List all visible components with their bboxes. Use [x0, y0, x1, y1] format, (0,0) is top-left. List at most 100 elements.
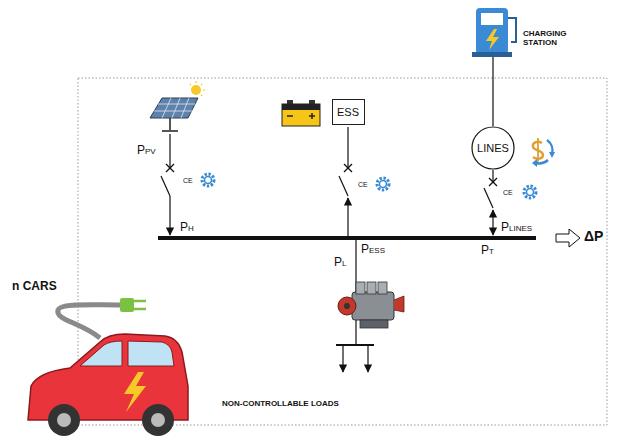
price-exchange-icon — [536, 160, 548, 163]
power-symbol: PLINES — [501, 221, 532, 234]
car-count: n CARS — [12, 280, 57, 293]
engine-icon — [338, 297, 356, 315]
power-symbol: PH — [180, 221, 194, 234]
solar-panel-icon — [190, 84, 191, 85]
solar-panel-icon — [172, 98, 180, 118]
electric-car-icon — [142, 404, 174, 436]
solar-panel-icon — [181, 98, 189, 118]
power-symbol: PESS — [361, 243, 385, 256]
ess-feeder — [344, 164, 352, 172]
pv-feeder — [166, 164, 174, 172]
electric-car-icon — [128, 341, 174, 366]
solar-panel-icon — [201, 84, 202, 85]
engine-icon — [356, 282, 365, 294]
gear-icon — [202, 174, 214, 186]
solar-panel-icon — [154, 111, 192, 112]
lines-feeder — [492, 170, 493, 182]
engine-icon — [338, 282, 404, 328]
output-arrow — [556, 229, 580, 247]
circle-outline — [472, 127, 514, 169]
electric-car-icon — [28, 298, 188, 436]
pv-feeder — [169, 196, 170, 235]
solar-panel-icon — [190, 81, 205, 96]
ess-feeder — [347, 127, 348, 168]
gear-icon — [524, 186, 536, 198]
engine-icon — [367, 282, 376, 294]
solar-panel-icon — [150, 81, 205, 131]
price-exchange-icon — [532, 138, 555, 167]
pv-feeder — [169, 134, 170, 168]
lines-feeder — [492, 57, 493, 126]
gear-icon — [202, 174, 214, 186]
lines-feeder — [489, 178, 497, 186]
electric-car-icon — [134, 308, 146, 311]
solar-panel-icon — [203, 89, 205, 90]
solar-panel-icon — [158, 104, 195, 105]
gear-icon — [527, 189, 534, 196]
ess-feeder — [339, 127, 352, 236]
controller-tag: CE — [358, 181, 368, 189]
storage-box: ESS — [332, 99, 365, 125]
solar-panel-icon — [191, 85, 201, 95]
controller-tag: CE — [183, 177, 193, 185]
price-exchange-icon — [549, 152, 555, 158]
battery-icon — [287, 115, 293, 117]
node-label: LINES — [477, 142, 509, 154]
battery-icon — [309, 100, 315, 104]
price-exchange-icon — [547, 140, 552, 154]
load-feeder — [342, 345, 343, 372]
price-exchange-icon — [532, 159, 537, 167]
gear-icon — [380, 181, 387, 188]
power-bus — [158, 236, 536, 240]
charging-station-icon — [481, 13, 503, 25]
engine-icon — [378, 282, 387, 294]
engine-icon — [360, 320, 388, 328]
battery-icon — [282, 104, 320, 126]
lines-circle: LINES — [471, 126, 515, 170]
gear-icon — [205, 177, 212, 184]
lines-feeder — [489, 178, 497, 186]
charging-station-icon — [508, 18, 516, 42]
electric-car-icon — [151, 413, 165, 427]
electric-car-icon — [124, 372, 146, 412]
solar-panel-icon — [150, 98, 198, 118]
battery-icon — [287, 100, 293, 104]
pv-feeder — [161, 176, 170, 196]
load-caption: NON-CONTROLLABLE LOADS — [222, 400, 339, 409]
charging-station-icon — [476, 8, 508, 54]
lines-feeder — [484, 188, 493, 208]
charging-station-icon — [486, 29, 499, 50]
electric-car-icon — [48, 404, 80, 436]
controller-tag: CE — [503, 189, 513, 197]
power-symbol: PL — [334, 256, 346, 269]
gear-icon — [524, 186, 536, 198]
engine-icon — [344, 303, 350, 309]
gear-icon — [377, 178, 389, 190]
ess-feeder — [344, 164, 352, 172]
electric-car-icon — [80, 341, 122, 366]
power-symbol: PT — [481, 244, 494, 257]
gear-icon — [377, 178, 389, 190]
battery-icon — [282, 100, 320, 126]
charging-station-icon — [472, 52, 512, 57]
battery-icon — [282, 104, 320, 110]
charging-station-icon — [472, 8, 516, 57]
engine-icon — [352, 292, 394, 320]
electric-car-icon — [134, 300, 146, 303]
electric-car-icon — [57, 413, 71, 427]
solar-panel-icon — [162, 130, 178, 132]
ess-feeder — [347, 198, 348, 236]
solar-panel-icon — [201, 95, 202, 96]
price-exchange-icon — [537, 138, 539, 162]
battery-icon — [311, 113, 313, 119]
pv-feeder — [166, 164, 174, 172]
power-balance: ΔP — [584, 229, 603, 244]
pv-feeder — [161, 134, 174, 235]
node-label: ESS — [337, 106, 359, 118]
load-feeder — [367, 345, 368, 372]
solar-panel-icon — [162, 98, 171, 118]
ess-feeder — [339, 176, 348, 196]
station-caption: CHARGING STATION — [523, 30, 585, 48]
power-symbol: PPV — [137, 144, 156, 157]
